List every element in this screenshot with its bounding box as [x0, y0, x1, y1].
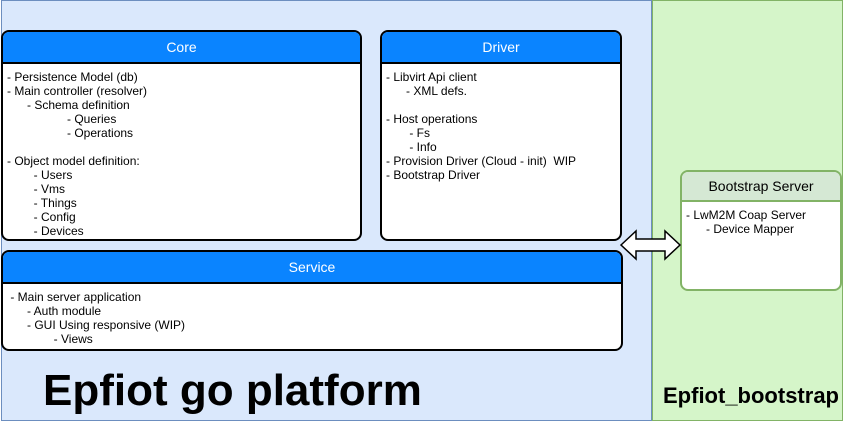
- bootstrap-label: Epfiot_bootstrap: [663, 383, 839, 408]
- driver-line: - Libvirt Api client: [386, 70, 477, 84]
- core-line: - Schema definition: [7, 98, 130, 112]
- bootstrap-server-box: Bootstrap Server - LwM2M Coap Server - D…: [680, 170, 842, 291]
- driver-box: Driver - Libvirt Api client - XML defs. …: [380, 30, 622, 241]
- driver-line: - Provision Driver (Cloud - init) WIP: [386, 154, 577, 168]
- core-line: - Config: [7, 210, 76, 224]
- bootstrap-server-title: Bootstrap Server: [682, 172, 840, 202]
- driver-line: - Host operations: [386, 112, 478, 126]
- bootstrap-server-body: - LwM2M Coap Server - Device Mapper: [682, 202, 840, 236]
- driver-line: - Fs: [386, 126, 430, 140]
- service-line: - Views: [7, 332, 93, 346]
- core-line: - Vms: [7, 182, 66, 196]
- bootstrap-line: - LwM2M Coap Server: [686, 208, 807, 222]
- core-line: [7, 140, 356, 154]
- service-box: Service - Main server application - Auth…: [1, 250, 623, 351]
- core-line: - Devices: [7, 224, 84, 238]
- driver-title: Driver: [382, 32, 620, 64]
- core-line: - Users: [7, 168, 73, 182]
- core-body: - Persistence Model (db) - Main controll…: [3, 64, 360, 238]
- double-arrow-icon: [619, 229, 682, 261]
- driver-line: - Bootstrap Driver: [386, 168, 481, 182]
- core-box: Core - Persistence Model (db) - Main con…: [1, 30, 362, 241]
- driver-body: - Libvirt Api client - XML defs. - Host …: [382, 64, 620, 182]
- service-body: - Main server application - Auth module …: [3, 284, 621, 346]
- driver-line: - XML defs.: [386, 84, 467, 98]
- core-line: - Object model definition:: [7, 154, 140, 168]
- core-line: - Things: [7, 196, 77, 210]
- core-line: - Queries: [7, 112, 117, 126]
- service-line: - GUI Using responsive (WIP): [7, 318, 186, 332]
- driver-line: [386, 98, 616, 112]
- service-line: - Main server application: [7, 290, 142, 304]
- core-line: - Persistence Model (db): [7, 70, 138, 84]
- service-line: - Auth module: [7, 304, 102, 318]
- core-line: - Main controller (resolver): [7, 84, 148, 98]
- core-line: - Operations: [7, 126, 134, 140]
- platform-label: Epfiot go platform: [43, 366, 422, 415]
- bootstrap-line: - Device Mapper: [686, 222, 795, 236]
- service-title: Service: [3, 252, 621, 284]
- driver-line: - Info: [386, 140, 437, 154]
- core-title: Core: [3, 32, 360, 64]
